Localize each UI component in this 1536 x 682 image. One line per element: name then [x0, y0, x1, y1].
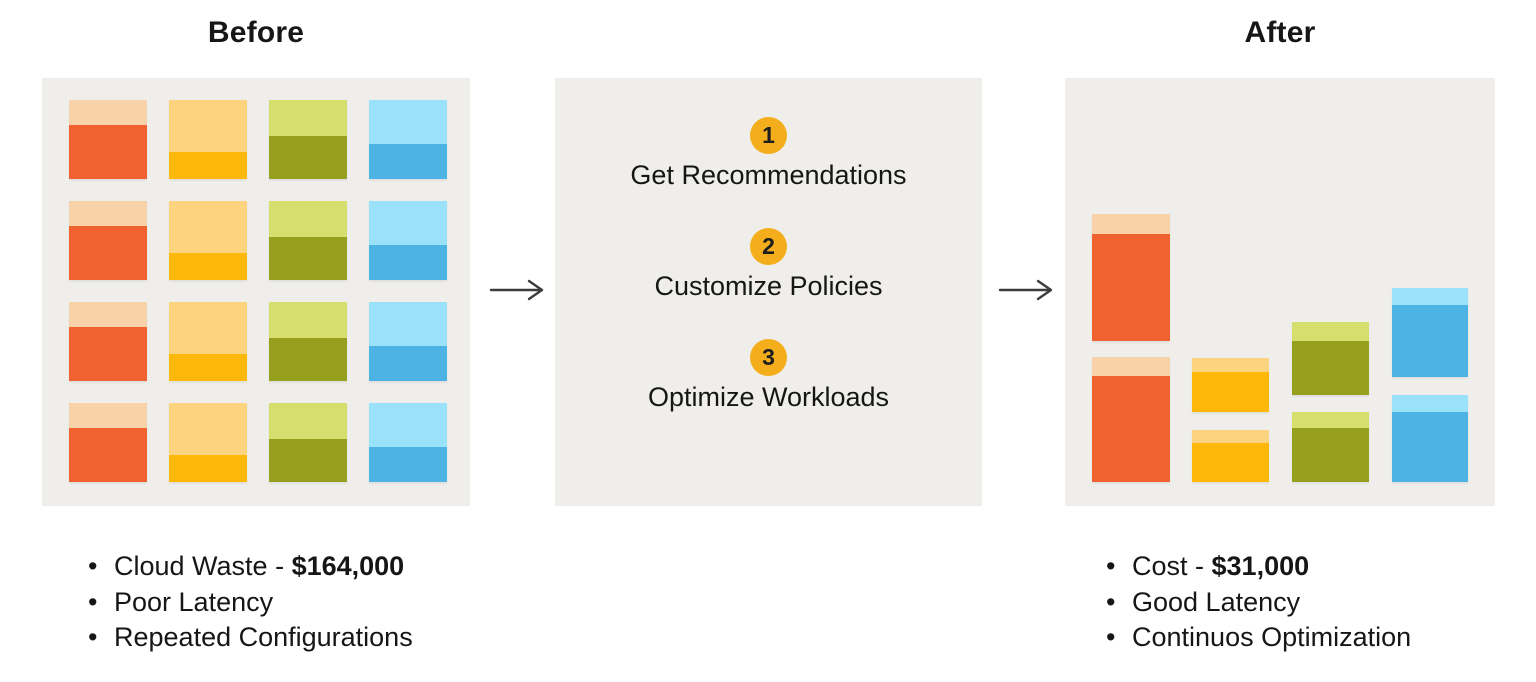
bullet-item: Cost - $31,000: [1106, 549, 1411, 585]
workload-block-blue: [369, 100, 447, 179]
bullet-value: $31,000: [1211, 551, 1310, 581]
step-label: Customize Policies: [654, 271, 883, 301]
workload-block-orange: [69, 403, 147, 482]
workload-block-green: [269, 403, 347, 482]
bullet-item: Poor Latency: [88, 585, 413, 621]
step-number-badge: 3: [749, 339, 787, 376]
bullet-text: Poor Latency: [114, 586, 274, 617]
optimized-block-blue: [1392, 395, 1468, 482]
step-number-badge: 1: [749, 117, 787, 154]
before-workloads-panel: [42, 78, 470, 506]
step-label: Get Recommendations: [630, 160, 907, 190]
workload-block-green: [269, 302, 347, 381]
optimized-block-yellow: [1192, 358, 1269, 412]
bullet-text: Cloud Waste -: [114, 551, 292, 581]
bullet-item: Repeated Configurations: [88, 620, 413, 656]
bullet-item: Cloud Waste - $164,000: [88, 549, 413, 585]
optimized-block-blue: [1392, 288, 1468, 377]
arrow-right-icon: [489, 279, 544, 301]
workload-block-blue: [369, 201, 447, 280]
step-item-2: 2 Customize Policies: [654, 228, 883, 302]
optimized-block-yellow: [1192, 430, 1269, 482]
bullet-text: Continuos Optimization: [1132, 622, 1412, 652]
workload-block-orange: [69, 100, 147, 179]
step-item-3: 3 Optimize Workloads: [648, 339, 889, 413]
after-bullet-list: Cost - $31,000 Good Latency Continuos Op…: [1106, 549, 1411, 656]
bullet-text: Repeated Configurations: [114, 622, 413, 652]
workload-block-blue: [369, 403, 447, 482]
workload-block-orange: [69, 201, 147, 280]
before-bullet-list: Cloud Waste - $164,000 Poor Latency Repe…: [88, 549, 413, 656]
step-label: Optimize Workloads: [647, 382, 890, 412]
bullet-item: Continuos Optimization: [1106, 620, 1411, 656]
arrow-right-icon: [998, 279, 1053, 301]
bullet-value: $164,000: [291, 551, 405, 581]
after-title: After: [1244, 16, 1316, 49]
after-workloads-panel: [1065, 78, 1495, 506]
optimized-block-orange: [1092, 214, 1170, 341]
before-title: Before: [207, 16, 305, 49]
workload-block-yellow: [169, 302, 247, 381]
optimized-block-green: [1292, 322, 1369, 395]
workload-block-orange: [69, 302, 147, 381]
steps-panel: 1 Get Recommendations 2 Customize Polici…: [555, 78, 982, 506]
workload-block-yellow: [169, 100, 247, 179]
optimized-block-green: [1292, 412, 1369, 482]
workload-block-yellow: [169, 201, 247, 280]
bullet-item: Good Latency: [1106, 585, 1411, 621]
workload-block-blue: [369, 302, 447, 381]
workload-block-yellow: [169, 403, 247, 482]
bullet-text: Cost -: [1132, 551, 1212, 581]
workload-block-green: [269, 201, 347, 280]
optimized-block-orange: [1092, 357, 1170, 482]
bullet-text: Good Latency: [1132, 586, 1301, 617]
step-number-badge: 2: [749, 228, 787, 265]
workload-block-green: [269, 100, 347, 179]
step-item-1: 1 Get Recommendations: [630, 117, 907, 191]
